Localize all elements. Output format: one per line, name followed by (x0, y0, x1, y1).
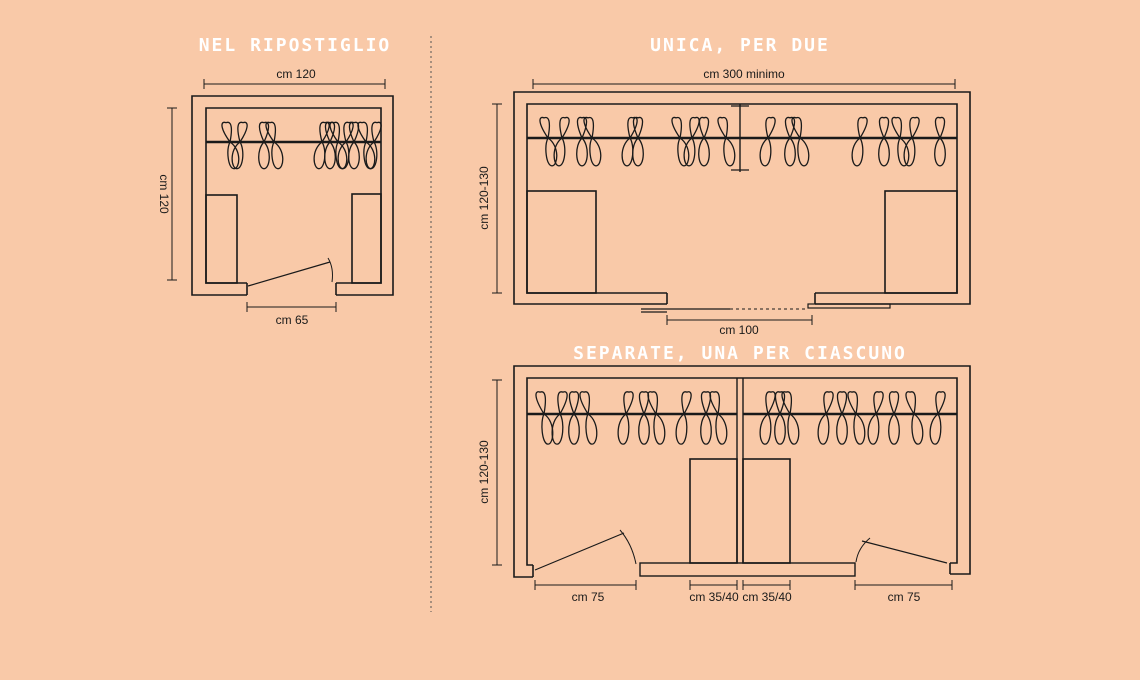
hanger-icon (784, 116, 796, 167)
dimension-lines-ripostiglio (167, 79, 386, 312)
hanger-icon (337, 121, 354, 170)
title-nel-ripostiglio: NEL RIPOSTIGLIO (198, 35, 392, 56)
hanger-icon (759, 116, 776, 167)
hanger-icon (709, 391, 728, 445)
hangers-separate (535, 391, 946, 445)
hanger-icon (851, 116, 868, 167)
dimension-door-right-separate: cm 75 (888, 590, 921, 604)
dimension-door-unica: cm 100 (719, 323, 759, 337)
hanger-icon (265, 121, 284, 170)
hangers-unica (539, 116, 946, 167)
door-leaf-right (861, 540, 948, 564)
dimension-width-unica: cm 300 minimo (703, 67, 785, 81)
dimension-module-right-separate: cm 35/40 (742, 590, 792, 604)
hanger-icon (221, 121, 240, 170)
hanger-icon (903, 116, 920, 167)
cabinet-left (526, 190, 597, 294)
hanger-icon (675, 391, 692, 445)
hanger-icon (617, 391, 634, 445)
hanger-icon (551, 391, 568, 445)
module-right (742, 458, 791, 564)
dimension-depth-separate: cm 120-130 (477, 440, 491, 504)
dimension-module-left-separate: cm 35/40 (689, 590, 739, 604)
hanger-icon (647, 391, 666, 445)
hanger-icon (847, 391, 866, 445)
hanger-icon (698, 116, 710, 167)
hanger-icon (621, 116, 638, 167)
hanger-icon (553, 116, 570, 167)
dimension-width-ripostiglio: cm 120 (276, 67, 316, 81)
hanger-icon (365, 121, 382, 170)
hanger-icon (579, 391, 598, 445)
hanger-icon (313, 121, 330, 170)
plan-ripostiglio (191, 95, 394, 296)
hanger-icon (258, 121, 270, 170)
hanger-icon (632, 116, 644, 167)
hanger-icon (934, 116, 946, 167)
hanger-icon (791, 116, 810, 167)
hanger-icon (348, 121, 360, 170)
hanger-icon (576, 116, 588, 167)
hanger-icon (888, 391, 900, 445)
title-unica-per-due: UNICA, PER DUE (650, 35, 830, 56)
title-separate: SEPARATE, UNA PER CIASCUNO (573, 343, 907, 364)
cabinet-right (351, 193, 382, 284)
hanger-icon (929, 391, 946, 445)
front-panel (639, 562, 856, 577)
module-left (689, 458, 738, 564)
hanger-icon (683, 116, 700, 167)
hanger-icon (671, 116, 690, 167)
hanger-icon (583, 116, 602, 167)
door-leaf-left (534, 532, 625, 571)
hanger-icon (329, 121, 348, 170)
hanger-icon (891, 116, 910, 167)
hanger-icon (867, 391, 884, 445)
hanger-icon (568, 391, 580, 445)
hanger-icon (539, 116, 558, 167)
cabinet-left (205, 194, 238, 284)
dimension-depth-unica: cm 120-130 (477, 166, 491, 230)
dimension-lines-separate (492, 379, 953, 590)
dimension-depth-ripostiglio: cm 120 (157, 174, 171, 214)
plan-unica (513, 91, 971, 313)
hanger-icon (700, 391, 712, 445)
sliding-door-right (807, 303, 891, 309)
hanger-icon (324, 121, 336, 170)
hanger-icon (717, 116, 736, 167)
door-leaf (247, 261, 331, 287)
hanger-icon (774, 391, 786, 445)
plan-separate (513, 365, 971, 578)
cabinet-right (884, 190, 958, 294)
hanger-icon (638, 391, 650, 445)
hanger-icon (836, 391, 848, 445)
hangers-ripostiglio (221, 121, 382, 170)
dimension-door-ripostiglio: cm 65 (276, 313, 309, 327)
hanger-icon (878, 116, 890, 167)
hanger-icon (905, 391, 924, 445)
hanger-icon (759, 391, 776, 445)
hanger-icon (231, 121, 248, 170)
dimension-lines-unica (492, 79, 956, 325)
hanger-icon (357, 121, 376, 170)
hanger-icon (535, 391, 554, 445)
hanger-icon (781, 391, 800, 445)
dimension-door-left-separate: cm 75 (572, 590, 605, 604)
hanger-icon (817, 391, 834, 445)
